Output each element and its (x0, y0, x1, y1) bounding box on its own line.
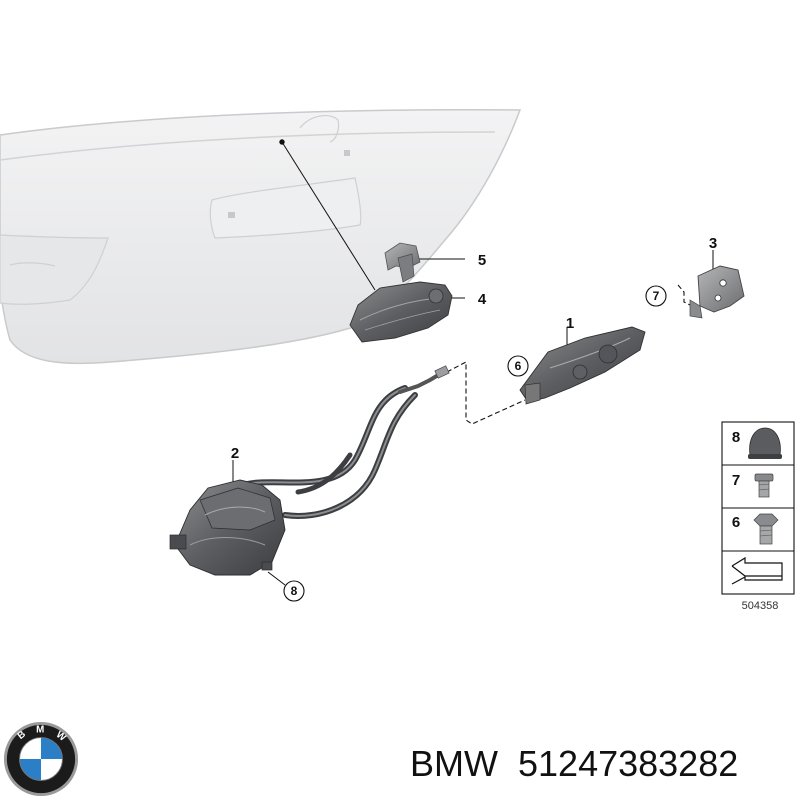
callout-1: 1 (566, 315, 574, 332)
part-caption: BMW 51247383282 (410, 736, 738, 792)
callout-3: 3 (709, 235, 717, 252)
legend-item-8: 8 (732, 429, 740, 446)
actuator-part (169, 479, 286, 576)
legend-item-7: 7 (732, 472, 740, 489)
latch-part (519, 326, 646, 405)
circled-callout-6: 6 (515, 359, 522, 373)
circled-callout-7: 7 (653, 289, 660, 303)
arrow-symbol-icon (731, 556, 783, 585)
legend-item-6: 6 (732, 514, 740, 531)
rubber-buffer-icon (748, 427, 782, 459)
handle-part (349, 281, 453, 343)
screw-icon (754, 473, 774, 498)
hex-bolt-icon (753, 513, 779, 545)
bracket-part (384, 242, 421, 283)
caption-part-number: 51247383282 (518, 743, 739, 784)
caption-brand: BMW (410, 743, 498, 784)
callout-4: 4 (478, 291, 487, 308)
document-number: 504358 (742, 600, 779, 612)
bmw-logo-icon: B M W (3, 721, 79, 797)
circled-callouts: 6 7 8 (283, 285, 667, 602)
svg-text:M: M (36, 725, 44, 736)
circled-callout-8: 8 (291, 584, 298, 598)
callout-5: 5 (478, 252, 486, 269)
striker-part (689, 265, 745, 319)
callout-2: 2 (231, 445, 239, 462)
legend-box: 8 7 6 504358 (721, 421, 795, 612)
cables (229, 365, 450, 519)
callouts: 1 2 3 4 5 (231, 235, 717, 462)
trunk-lid (0, 108, 522, 365)
